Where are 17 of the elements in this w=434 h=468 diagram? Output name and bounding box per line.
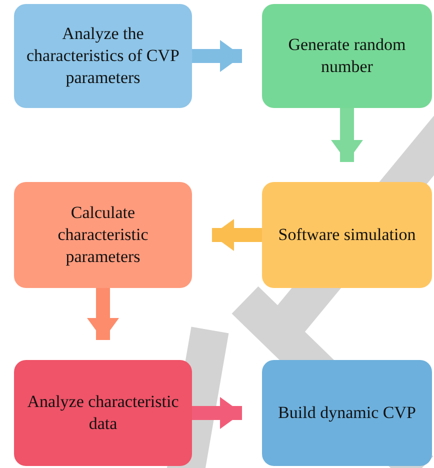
block-arrow — [212, 219, 262, 251]
process-box — [14, 182, 192, 288]
process-box — [262, 182, 432, 288]
box-text: Software simulation — [278, 224, 416, 246]
box-text: Analyze the characteristics of CVP parameters — [26, 22, 180, 90]
block-arrow — [331, 108, 363, 162]
box-text: Build dynamic CVP — [278, 402, 416, 424]
block-arrow — [192, 397, 242, 429]
box-text: Analyze characteristic data — [26, 390, 180, 435]
process-box — [262, 360, 432, 466]
box-text: Calculate characteristic parameters — [56, 202, 150, 268]
block-arrow — [87, 288, 119, 340]
process-box — [14, 4, 192, 108]
process-box — [14, 360, 192, 466]
box-text: Generate random number — [287, 34, 407, 78]
block-arrow — [192, 40, 242, 72]
process-box — [262, 4, 432, 108]
